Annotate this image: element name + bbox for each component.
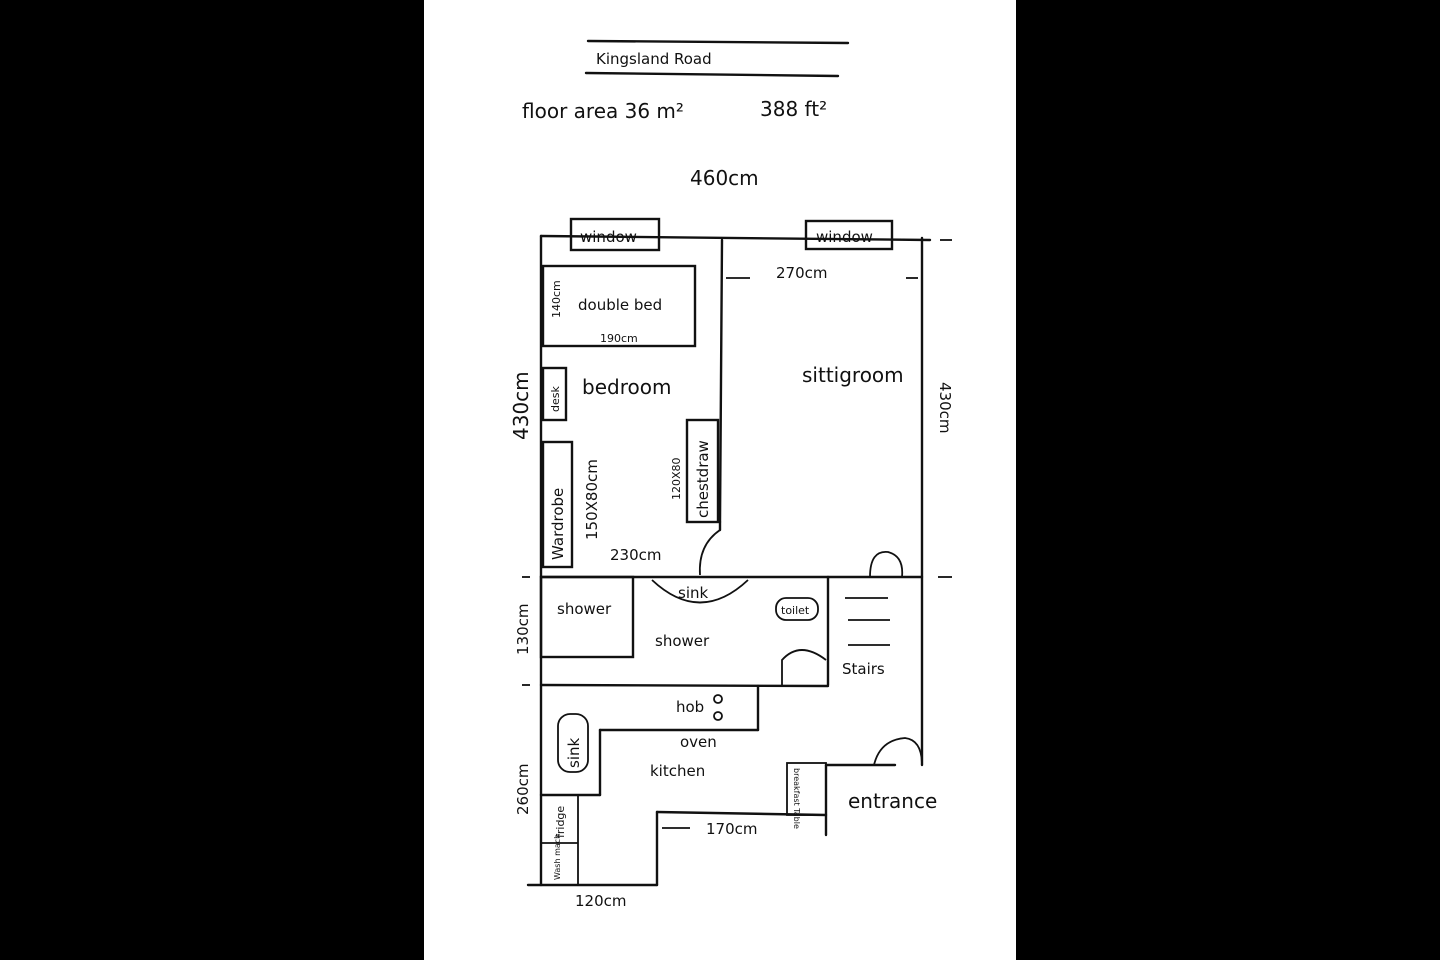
double-bed: [541, 264, 697, 348]
walls: [522, 234, 952, 887]
bath-sink-label: sink: [678, 584, 708, 602]
bed-width-label: 140cm: [550, 280, 563, 318]
entrance-label: entrance: [848, 789, 937, 813]
left-height-label: 430cm: [509, 371, 533, 440]
desk-label: desk: [549, 386, 562, 412]
toilet-label: toilet: [781, 604, 810, 617]
road-line-bottom: [584, 71, 840, 78]
kitchen-sink: [557, 713, 589, 773]
bath-sink: [651, 579, 749, 604]
hob-ring-icon: [713, 694, 723, 704]
window-right-label: window: [816, 228, 873, 246]
sitting-room-label: sittigroom: [802, 363, 904, 387]
desk: [541, 366, 568, 422]
bed-length-label: 190cm: [600, 332, 638, 345]
kitchen-sink-label: sink: [565, 738, 583, 768]
street-name: Kingsland Road: [596, 50, 712, 68]
right-height-label: 430cm: [936, 382, 954, 434]
stairs-label: Stairs: [842, 660, 885, 678]
washer-label: Wash mach.: [553, 831, 562, 880]
wardrobe-label: Wardrobe: [549, 488, 567, 560]
hob-label: hob: [676, 698, 704, 716]
kitchen-height-label: 260cm: [514, 764, 532, 816]
kitchen-bottom-label: 120cm: [575, 892, 627, 910]
bathroom-door-icon: [781, 649, 827, 685]
shower-tray-label: shower: [557, 600, 612, 618]
kitchen-step-label: 170cm: [706, 820, 758, 838]
breakfast-table-label: breakfast Table: [792, 768, 801, 829]
stairs-icon: [845, 551, 904, 646]
chest-size-label: 120X80: [670, 457, 683, 500]
bedroom-door-icon: [698, 529, 721, 576]
toilet: [775, 597, 819, 621]
bedroom-label: bedroom: [582, 375, 671, 399]
chest-label: chestdraw: [694, 440, 712, 518]
floor-area-imperial: 388 ft²: [760, 97, 827, 121]
floor-area-metric: floor area 36 m²: [522, 99, 684, 123]
shower-room-label: shower: [655, 632, 710, 650]
sitting-width-label: 270cm: [776, 264, 828, 282]
road-line-top: [586, 39, 850, 45]
shower-tray: [539, 575, 635, 659]
breakfast-table: [786, 762, 827, 816]
double-bed-label: double bed: [578, 296, 662, 314]
chest-of-drawers: [685, 418, 720, 524]
wardrobe-size-label: 150X80cm: [583, 459, 601, 540]
bedroom-width-label: 230cm: [610, 546, 662, 564]
hob-ring-icon: [713, 711, 723, 721]
window-left: [569, 217, 661, 252]
entrance-door-icon: [873, 737, 923, 766]
oven-label: oven: [680, 733, 717, 751]
total-width-label: 460cm: [690, 166, 759, 190]
fridge-label: fridge: [554, 806, 567, 838]
kitchen-label: kitchen: [650, 762, 705, 780]
window-left-label: window: [580, 228, 637, 246]
wardrobe: [541, 440, 574, 569]
appliances: [540, 794, 579, 886]
window-right: [804, 219, 894, 251]
bathroom-height-label: 130cm: [514, 604, 532, 656]
